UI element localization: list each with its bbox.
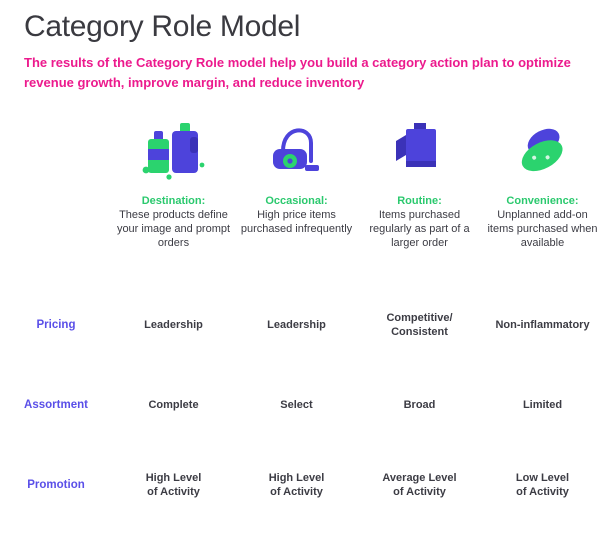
cell-value: Select: [280, 399, 313, 412]
category-description: Items purchased regularly as part of a l…: [369, 209, 470, 249]
convenience-desc-cell: Convenience: Unplanned add-on items purc…: [481, 193, 604, 285]
cell-value: Competitive/ Consistent: [386, 311, 453, 339]
category-description: Unplanned add-on items purchased when av…: [487, 209, 598, 249]
pricing-occasional-cell: Leadership: [235, 285, 358, 365]
pricing-convenience-cell: Non-inflammatory: [481, 285, 604, 365]
cell-value: Non-inflammatory: [495, 319, 590, 332]
category-description: High price items purchased infrequently: [240, 209, 353, 236]
occasional-desc-cell: Occasional: High price items purchased i…: [235, 193, 358, 285]
row-label-promotion: Promotion: [27, 479, 85, 492]
cell-value: Complete: [148, 399, 199, 412]
promotion-occasional-cell: High Level of Activity: [235, 445, 358, 525]
page-subtitle: The results of the Category Role model h…: [24, 55, 571, 91]
promotion-convenience-cell: Low Level of Activity: [481, 445, 604, 525]
routine-desc-cell: Routine: Items purchased regularly as pa…: [358, 193, 481, 285]
cell-value: Leadership: [267, 319, 326, 332]
cell-value: Average Level of Activity: [382, 471, 457, 499]
pricing-destination-cell: Leadership: [112, 285, 235, 365]
assortment-routine-cell: Broad: [358, 365, 481, 445]
vacuum-cleaner-icon: [261, 115, 333, 187]
category-label: Routine:: [397, 195, 442, 208]
cell-value: Leadership: [144, 319, 203, 332]
cleaning-bottles-icon: [138, 115, 210, 187]
promotion-destination-cell: High Level of Activity: [112, 445, 235, 525]
row-label-assortment: Assortment: [24, 399, 88, 412]
assortment-convenience-cell: Limited: [481, 365, 604, 445]
promotion-routine-cell: Average Level of Activity: [358, 445, 481, 525]
cell-value: Limited: [522, 399, 563, 412]
header: Category Role Model The results of the C…: [0, 0, 608, 93]
sponge-icon: [507, 115, 579, 187]
destination-desc-cell: Destination: These products define your …: [112, 193, 235, 285]
row-label-pricing: Pricing: [36, 319, 76, 332]
spacer-cell: [0, 193, 112, 285]
spacer-cell: [0, 93, 112, 193]
assortment-occasional-cell: Select: [235, 365, 358, 445]
cell-value: Low Level of Activity: [515, 471, 570, 499]
category-label: Destination:: [141, 195, 206, 208]
occasional-icon-cell: [235, 93, 358, 193]
convenience-icon-cell: [481, 93, 604, 193]
category-label: Occasional:: [265, 195, 328, 208]
cell-value: High Level of Activity: [145, 471, 202, 499]
page-title: Category Role Model: [24, 10, 301, 43]
paper-towel-icon: [384, 115, 456, 187]
pricing-routine-cell: Competitive/ Consistent: [358, 285, 481, 365]
assortment-destination-cell: Complete: [112, 365, 235, 445]
category-description: These products define your image and pro…: [116, 209, 231, 249]
category-label: Convenience:: [506, 195, 579, 208]
cell-value: Broad: [403, 399, 436, 412]
routine-icon-cell: [358, 93, 481, 193]
cell-value: High Level of Activity: [268, 471, 325, 499]
role-matrix: Destination: These products define your …: [0, 93, 608, 525]
destination-icon-cell: [112, 93, 235, 193]
